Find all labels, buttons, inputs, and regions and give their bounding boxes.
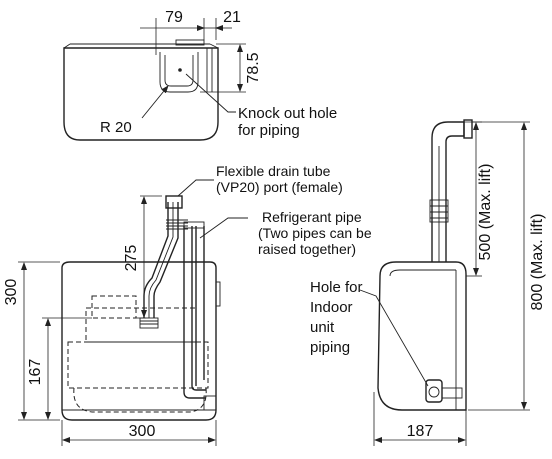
dim-187-label: 187 [407, 423, 434, 440]
refrigerant-label-line1: Refrigerant pipe [262, 209, 362, 225]
knockout-leader [185, 73, 236, 113]
piping-hole [425, 379, 443, 403]
top-view-clip [175, 39, 205, 46]
drain-label-line2: (VP20) port (female) [216, 179, 343, 195]
refrigerant-label-line2: (Two pipes can be [258, 225, 372, 241]
dashed-part-upper [91, 295, 137, 319]
front-view-body [61, 261, 217, 421]
dim-275-label: 275 [123, 245, 140, 272]
refrigerant-leader [199, 217, 248, 239]
dim-300-height-label: 300 [3, 279, 20, 306]
side-view-body [377, 261, 467, 411]
radius-label: R 20 [100, 119, 132, 136]
dashed-part-mid [85, 307, 197, 343]
front-view: 275 Flexible drain tube (VP20) port (fem… [3, 163, 372, 446]
top-view: 79 21 78.5 R 20 Knock out hole for pipin… [63, 9, 337, 141]
dim-800-label: 800 (Max. lift) [529, 214, 546, 311]
dim-300-width-label: 300 [129, 423, 156, 440]
dashed-part-lower [67, 341, 209, 389]
drain-port [165, 195, 183, 209]
drain-label-line1: Flexible drain tube [216, 163, 331, 179]
hole-leader [359, 289, 429, 387]
dim-21-label: 21 [223, 9, 241, 26]
hole-label-line3: unit [310, 319, 335, 336]
hole-label-line2: Indoor [310, 299, 353, 316]
side-view: 500 (Max. lift) 800 (Max. lift) Hole for… [310, 119, 546, 446]
knockout-label-line2: for piping [238, 122, 300, 139]
top-view-body [63, 47, 219, 141]
dim-79-label: 79 [165, 9, 183, 26]
r20-leader [141, 85, 169, 119]
knockout-hole [159, 52, 199, 93]
drain-leader [177, 179, 214, 197]
dim-78-5-label: 78.5 [245, 52, 262, 83]
refrigerant-label-line3: raised together) [258, 241, 356, 257]
drain-tube [143, 202, 169, 318]
dim-167-label: 167 [27, 359, 44, 386]
drain-coupling [139, 317, 159, 329]
refrigerant-pipe-1 [183, 226, 206, 399]
hole-label-line4: piping [310, 339, 350, 356]
knockout-label-line1: Knock out hole [238, 105, 337, 122]
side-pipe-elbow [431, 121, 465, 146]
hole-label-line1: Hole for [310, 279, 363, 296]
dim-500-label: 500 (Max. lift) [477, 164, 494, 261]
